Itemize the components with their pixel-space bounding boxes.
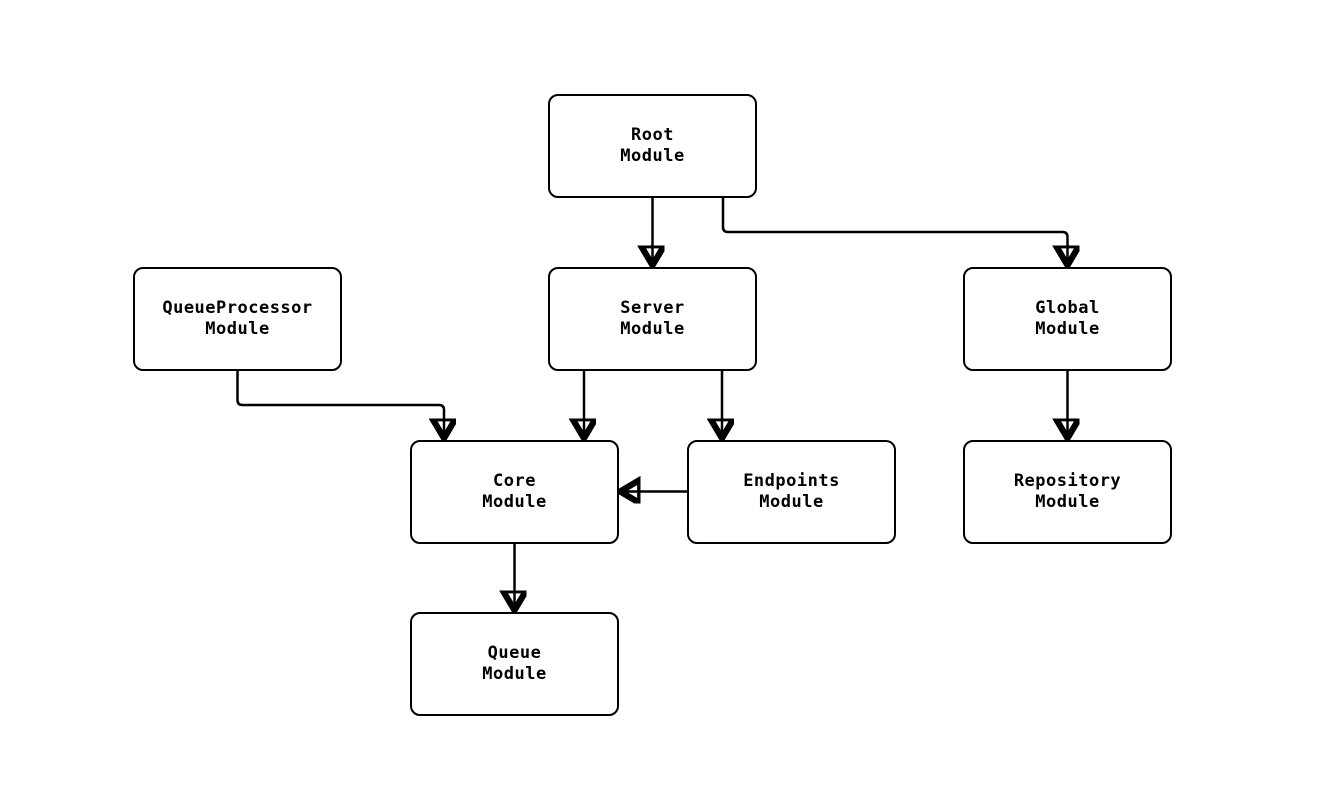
node-endpoints-module: Endpoints Module: [687, 440, 896, 544]
edge-root-to-global: [721, 198, 1068, 264]
node-repository-module-name: Repository: [1013, 471, 1122, 491]
node-server-module-name: Server: [620, 298, 685, 318]
node-global-module-name: Global: [1035, 298, 1100, 318]
node-core-module: Core Module: [410, 440, 619, 544]
node-core-module-type: Module: [482, 492, 547, 512]
node-endpoints-module-type: Module: [759, 492, 824, 512]
node-queueprocessor-module: QueueProcessor Module: [133, 267, 342, 371]
node-queue-module-type: Module: [482, 664, 547, 684]
node-global-module-type: Module: [1035, 319, 1100, 339]
node-queue-module-name: Queue: [487, 643, 542, 663]
node-server-module-type: Module: [620, 319, 685, 339]
node-root-module-type: Module: [620, 146, 685, 166]
node-queue-module: Queue Module: [410, 612, 619, 716]
edge-queueprocessor-to-core: [236, 371, 445, 437]
node-queueprocessor-module-type: Module: [205, 319, 270, 339]
node-core-module-name: Core: [493, 471, 536, 491]
node-root-module: Root Module: [548, 94, 757, 198]
node-repository-module: Repository Module: [963, 440, 1172, 544]
node-queueprocessor-module-name: QueueProcessor: [162, 298, 313, 318]
node-global-module: Global Module: [963, 267, 1172, 371]
node-server-module: Server Module: [548, 267, 757, 371]
node-root-module-name: Root: [631, 125, 674, 145]
node-repository-module-type: Module: [1035, 492, 1100, 512]
node-endpoints-module-name: Endpoints: [743, 471, 840, 491]
